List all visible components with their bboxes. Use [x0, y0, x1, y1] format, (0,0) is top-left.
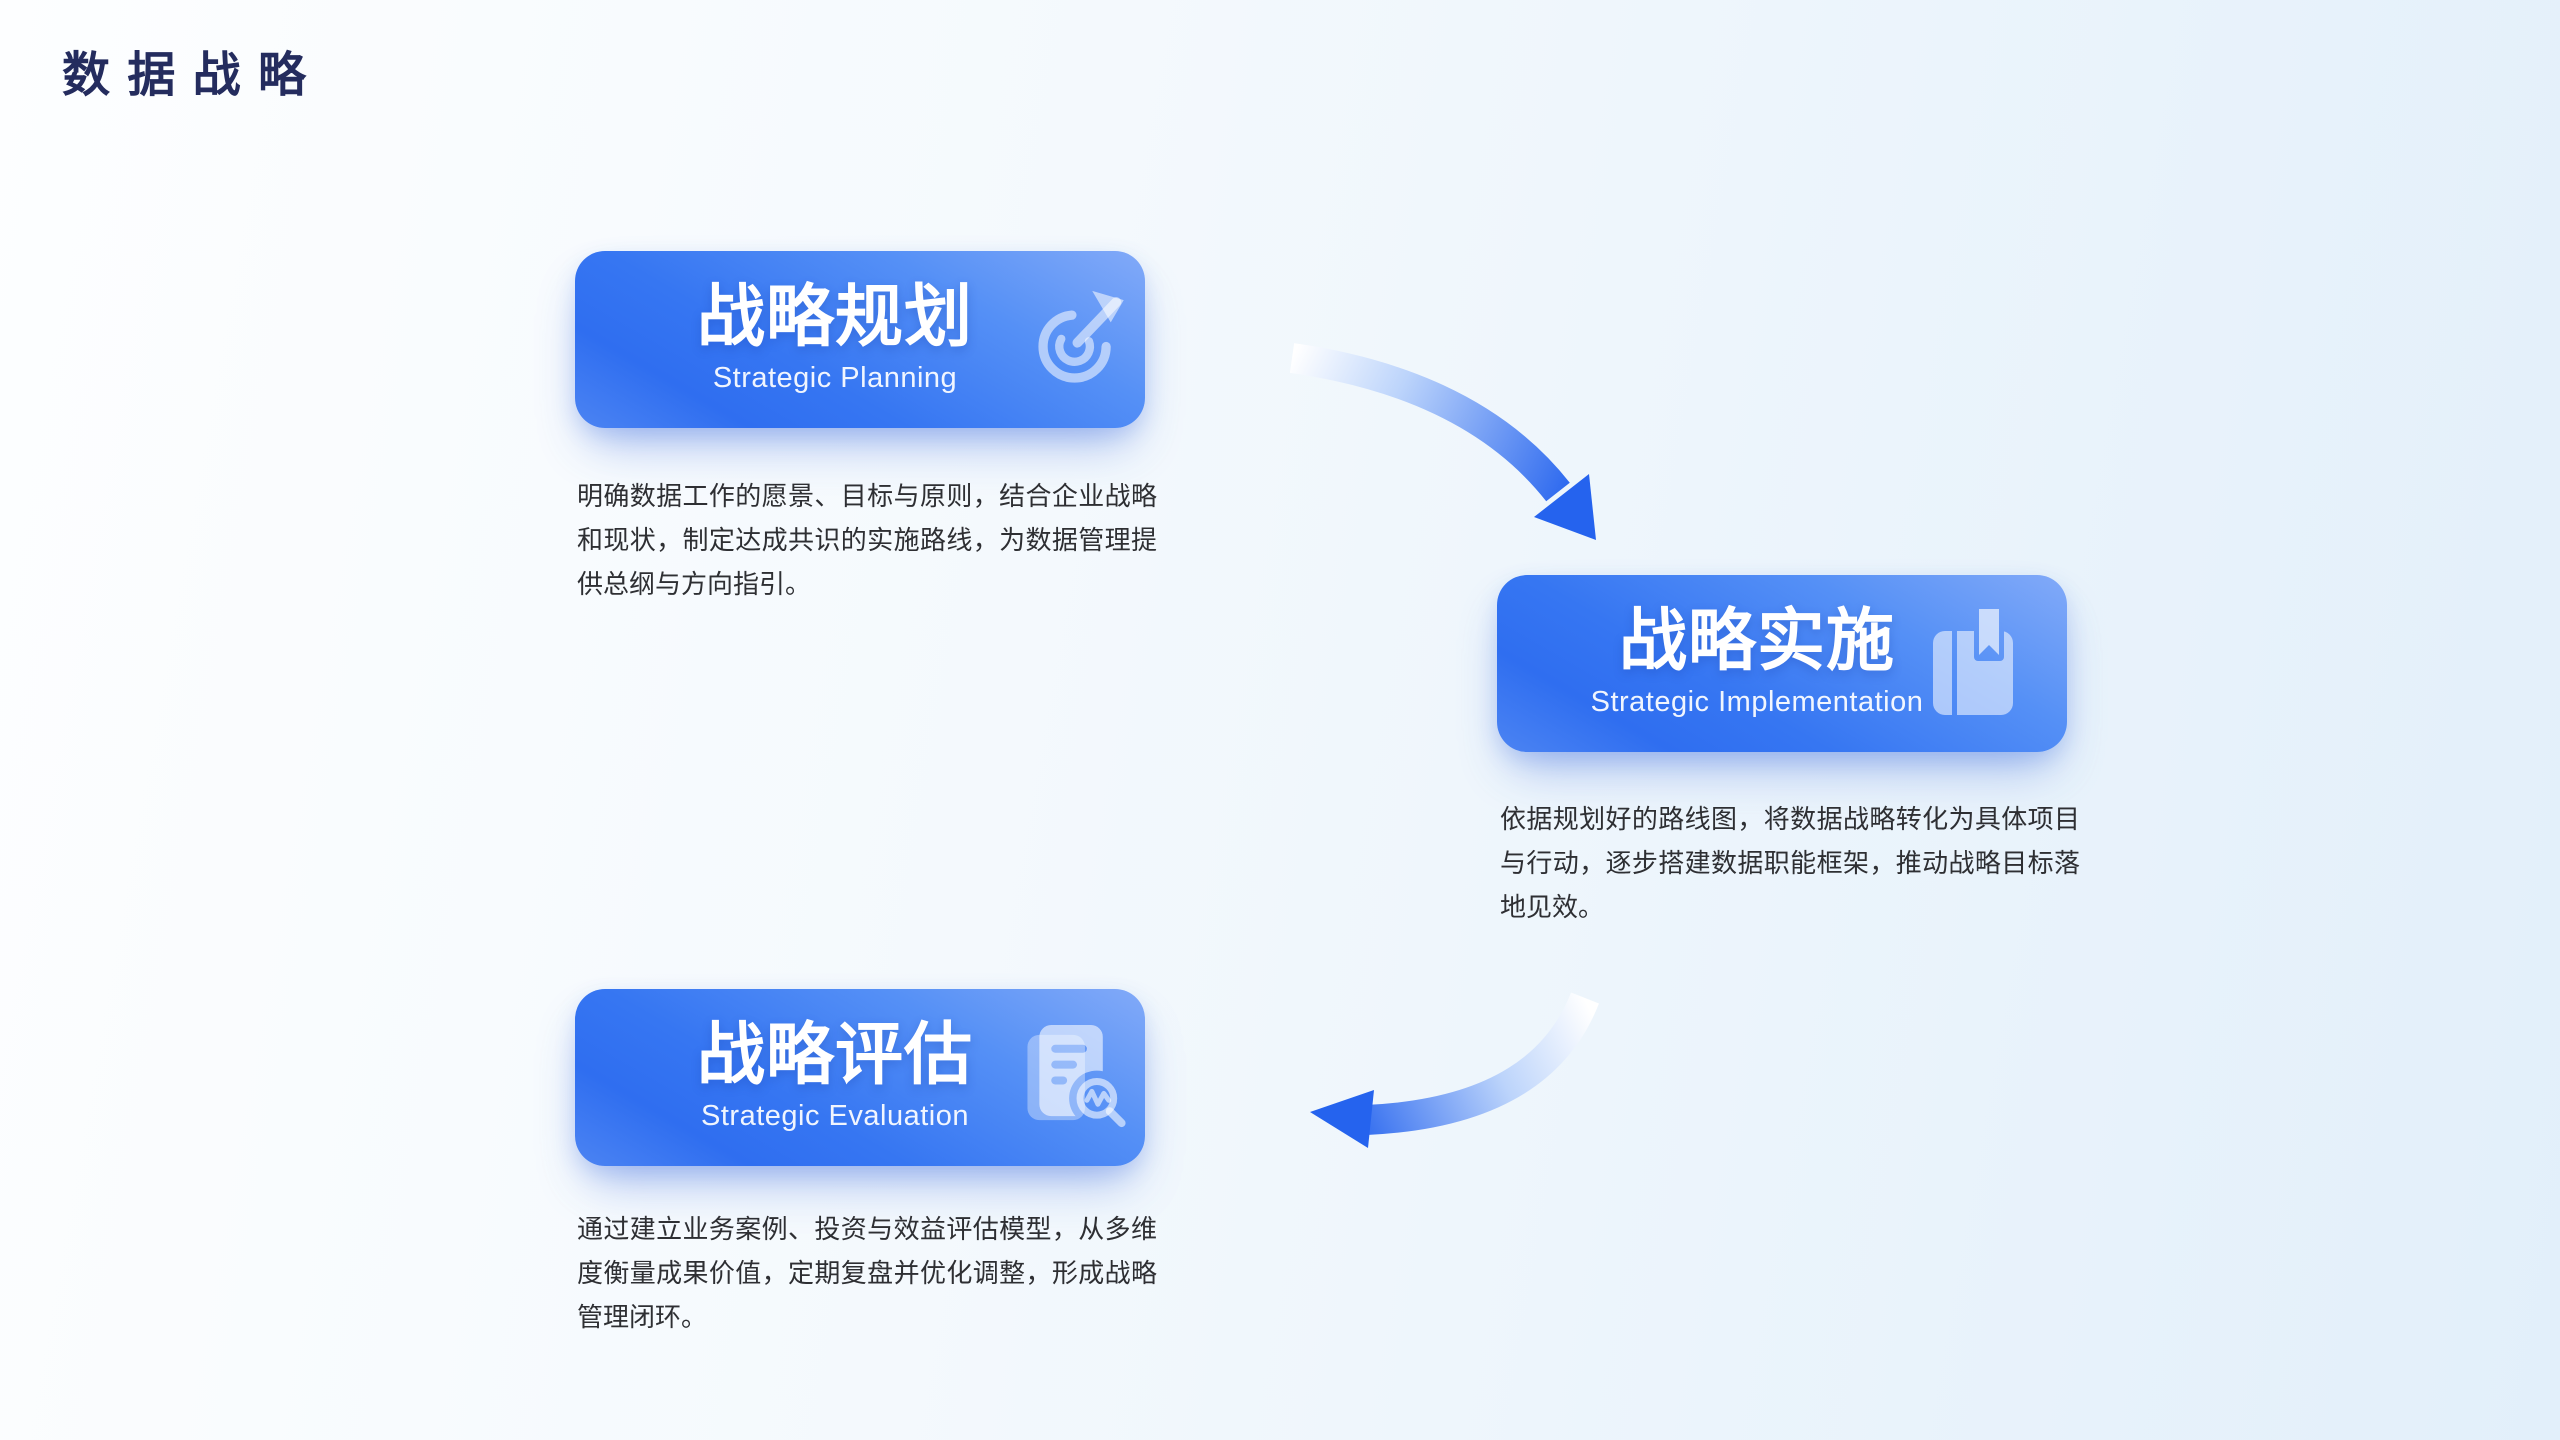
- card-description: 依据规划好的路线图，将数据战略转化为具体项目与行动，逐步搭建数据职能框架，推动战…: [1500, 804, 2080, 922]
- card-strategic-evaluation: 战略评估 Strategic Evaluation: [575, 989, 1145, 1166]
- card-strategic-planning: 战略规划 Strategic Planning: [575, 251, 1145, 428]
- flow-arrow-implementation-to-evaluation: [1310, 992, 1599, 1148]
- card-title-zh: 战略评估: [696, 1016, 973, 1093]
- card-strategic-implementation: 战略实施 Strategic Implementation: [1497, 575, 2067, 752]
- target-dart-icon: [1031, 287, 1133, 393]
- flow-arrow-planning-to-implementation: [1289, 343, 1596, 540]
- card-title-en: Strategic Evaluation: [701, 1100, 969, 1133]
- card-title-zh: 战略实施: [1618, 602, 1895, 679]
- arrowhead-down-icon: [1534, 474, 1596, 540]
- card-description: 明确数据工作的愿景、目标与原则，结合企业战略和现状，制定达成共识的实施路线，为数…: [577, 481, 1157, 599]
- card-description: 通过建立业务案例、投资与效益评估模型，从多维度衡量成果价值，定期复盘并优化调整，…: [577, 1214, 1157, 1332]
- page-title: 数 据 战 略: [62, 49, 309, 102]
- card-title-zh: 战略规划: [696, 278, 973, 355]
- book-bookmark-icon: [1933, 608, 2013, 720]
- card-title-en: Strategic Planning: [712, 362, 958, 395]
- document-analysis-icon: [1025, 1021, 1135, 1135]
- card-title-en: Strategic Implementation: [1590, 686, 1924, 719]
- arrowhead-left-icon: [1310, 1090, 1374, 1148]
